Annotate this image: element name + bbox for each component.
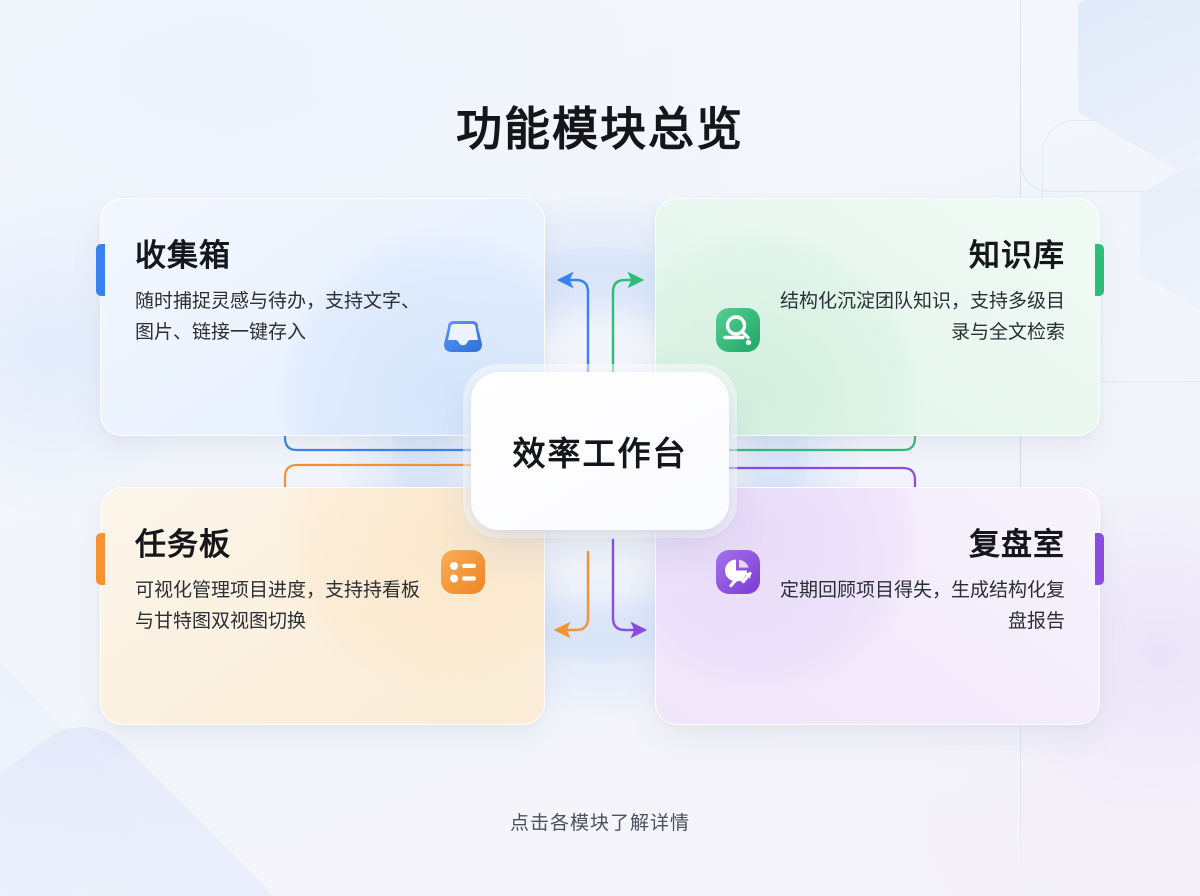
module-title-tasks: 任务板 <box>135 527 231 562</box>
accent-bar-review <box>1095 533 1104 585</box>
connector-arrow-inbox <box>556 271 590 374</box>
hexagon-shape-b <box>1140 150 1200 318</box>
footer-hint: 点击各模块了解详情 <box>509 813 690 834</box>
module-card-tasks[interactable]: 任务板 可视化管理项目进度，支持持看板与甘特图双视图切换 <box>100 487 545 725</box>
connector-arrow-knowledge <box>611 271 645 374</box>
module-description-knowledge: 结构化沉淀团队知识，支持多级目录与全文检索 <box>779 291 1065 343</box>
accent-bar-knowledge <box>1095 244 1104 296</box>
module-description-tasks: 可视化管理项目进度，支持持看板与甘特图双视图切换 <box>135 580 421 632</box>
page-title: 功能模块总览 <box>456 102 744 155</box>
center-hub[interactable]: 效率工作台 <box>471 372 729 530</box>
module-title-knowledge: 知识库 <box>969 238 1065 273</box>
accent-bar-tasks <box>96 533 105 585</box>
center-hub-label: 效率工作台 <box>512 435 688 472</box>
module-card-inbox[interactable]: 收集箱 随时捕捉灵感与待办，支持文字、图片、链接一键存入 <box>100 198 545 436</box>
module-description-review: 定期回顾项目得失，生成结构化复盘报告 <box>779 580 1065 632</box>
cube-shape-a <box>0 708 300 896</box>
module-description-inbox: 随时捕捉灵感与待办，支持文字、图片、链接一键存入 <box>135 291 421 343</box>
knowledge-search-icon <box>716 308 760 352</box>
pie-chart-growth-icon <box>716 550 760 594</box>
connector-line-tasks-outer <box>283 463 502 489</box>
accent-bar-inbox <box>96 244 105 296</box>
module-title-inbox: 收集箱 <box>135 238 231 273</box>
module-card-review[interactable]: 复盘室 定期回顾项目得失，生成结构化复盘报告 <box>655 487 1100 725</box>
connector-arrow-tasks <box>553 550 590 639</box>
inbox-tray-icon <box>444 321 482 352</box>
task-list-icon <box>441 550 485 594</box>
connector-arrow-review <box>611 538 648 639</box>
